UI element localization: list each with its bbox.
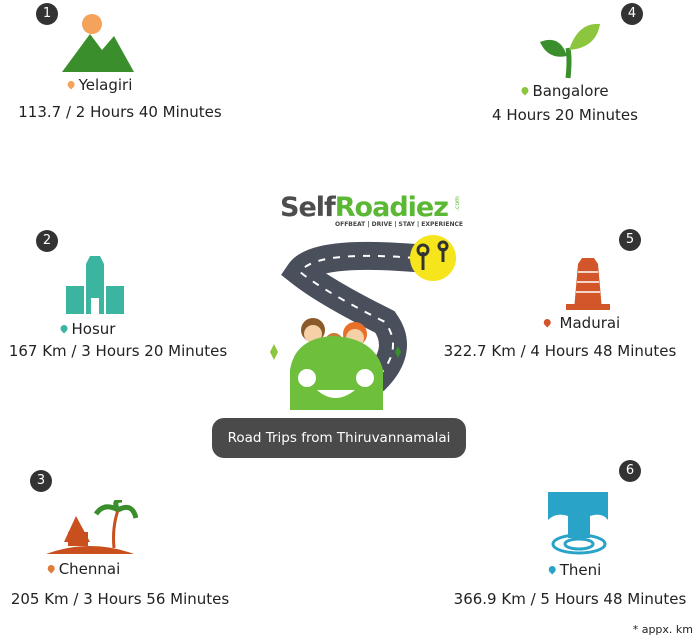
location-pin-icon [547,564,558,575]
place-yelagiri: Yelagiri [66,76,133,94]
location-pin-icon [542,317,553,328]
place-bangalore: Bangalore [519,82,609,100]
location-pin-icon [46,563,57,574]
location-pin-icon [519,85,530,96]
page-title: Road Trips from Thiruvannamalai [212,418,466,458]
place-chennai: Chennai [46,560,121,578]
place-name: Theni [559,561,602,579]
beach-hut-icon [46,500,138,554]
brand-logo: SelfRoadiez [280,192,449,223]
approximate-note: * appx. km [632,623,693,636]
place-name: Hosur [71,320,116,338]
place-name: Yelagiri [78,76,133,94]
number-badge-1: 1 [36,3,58,25]
brand-tagline: OFFBEAT | DRIVE | STAY | EXPERIENCE [335,221,463,228]
distance-yelagiri: 113.7 / 2 Hours 40 Minutes [18,103,222,121]
plant-icon [540,23,600,79]
place-theni: Theni [547,561,602,579]
number-badge-5: 5 [619,229,641,251]
brand-name-part1: Self [280,192,336,223]
distance-chennai: 205 Km / 3 Hours 56 Minutes [10,590,230,608]
temple-gopuram-icon [566,258,610,310]
number-badge-6: 6 [619,460,641,482]
mountain-icon [62,14,134,72]
brand-name-part2: Roadiez [334,192,449,223]
location-pin-icon [66,79,77,90]
place-madurai: Madurai [542,314,621,332]
brand-suffix: .com [453,196,461,211]
distance-bangalore: 4 Hours 20 Minutes [492,106,638,124]
place-name: Chennai [58,560,121,578]
distance-theni: 366.9 Km / 5 Hours 48 Minutes [453,590,687,608]
distance-hosur: 167 Km / 3 Hours 20 Minutes [8,342,228,360]
temple-icon [66,256,124,314]
number-badge-4: 4 [621,3,643,25]
number-badge-2: 2 [36,230,58,252]
road-trip-car-illustration [270,235,456,410]
place-name: Bangalore [532,82,609,100]
waterfall-icon [548,492,608,555]
number-badge-3: 3 [30,470,52,492]
distance-madurai: 322.7 Km / 4 Hours 48 Minutes [443,342,677,360]
place-name: Madurai [559,314,621,332]
location-pin-icon [59,323,69,334]
place-hosur: Hosur [59,320,116,338]
